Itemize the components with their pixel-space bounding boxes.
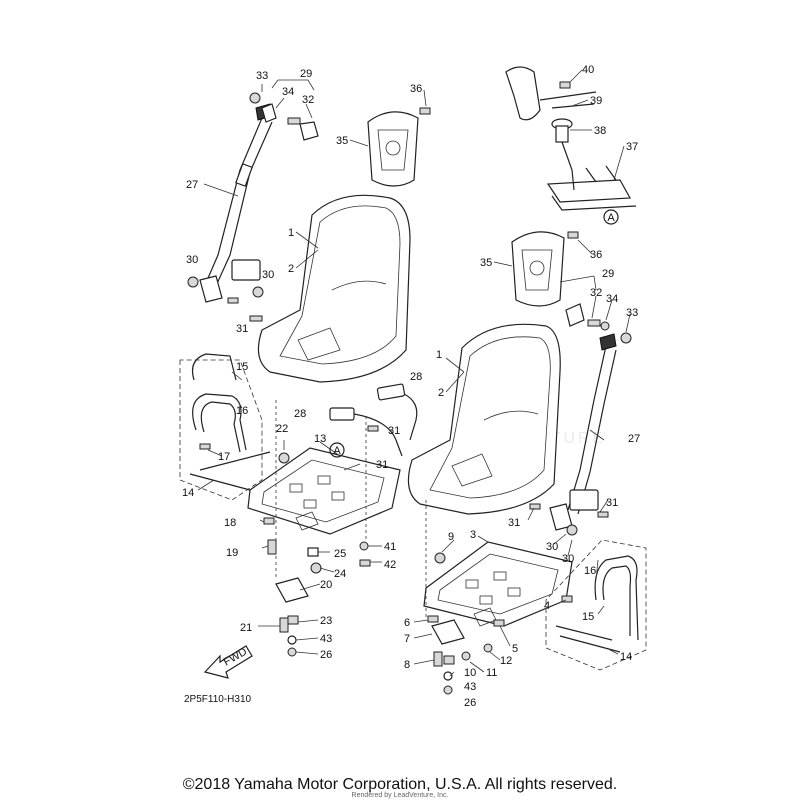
callout-27: 27 bbox=[186, 179, 198, 191]
callout-24: 24 bbox=[334, 568, 346, 580]
callout-12: 12 bbox=[500, 655, 512, 667]
callout-43: 43 bbox=[320, 633, 332, 645]
callout-28: 28 bbox=[410, 371, 422, 383]
callout-16: 16 bbox=[236, 405, 248, 417]
callout-37: 37 bbox=[626, 141, 638, 153]
rendered-by-text: Rendered by LeadVenture, Inc. bbox=[351, 792, 449, 799]
left-lower-hardware bbox=[263, 452, 371, 657]
callout-15: 15 bbox=[236, 361, 248, 373]
callout-29: 29 bbox=[602, 268, 614, 280]
callout-30: 30 bbox=[546, 541, 558, 553]
right-seat-base bbox=[423, 541, 573, 627]
diagram-code: 2P5F110-H310 bbox=[184, 694, 252, 705]
callout-1: 1 bbox=[436, 349, 442, 361]
callout-10: 10 bbox=[464, 667, 476, 679]
callout-8: 8 bbox=[404, 659, 410, 671]
ref-marker-top: A bbox=[603, 209, 619, 225]
callout-23: 23 bbox=[320, 615, 332, 627]
right-headrest bbox=[511, 231, 579, 307]
forward-arrow-icon: FWD bbox=[203, 645, 253, 679]
callout-42: 42 bbox=[384, 559, 396, 571]
right-lower-hardware bbox=[427, 552, 573, 695]
callout-33: 33 bbox=[256, 70, 268, 82]
svg-text:A: A bbox=[607, 212, 615, 224]
center-buckles bbox=[329, 383, 418, 457]
callout-32: 32 bbox=[302, 94, 314, 106]
leader-lines bbox=[197, 69, 631, 677]
callout-5: 5 bbox=[512, 643, 518, 655]
upper-bracket-assembly bbox=[505, 66, 637, 211]
callout-4: 4 bbox=[544, 600, 550, 612]
callout-26: 26 bbox=[464, 697, 476, 709]
left-grab-bar bbox=[179, 353, 271, 501]
callout-31: 31 bbox=[606, 497, 618, 509]
callout-32: 32 bbox=[590, 287, 602, 299]
callout-6: 6 bbox=[404, 617, 410, 629]
callout-21: 21 bbox=[240, 622, 252, 634]
callout-38: 38 bbox=[594, 125, 606, 137]
right-seat-belt bbox=[529, 303, 632, 536]
svg-text:A: A bbox=[333, 445, 341, 457]
callout-labels: 33 29 34 32 27 30 30 31 1 2 35 36 40 39 … bbox=[182, 64, 640, 709]
callout-35: 35 bbox=[480, 257, 492, 269]
callout-14: 14 bbox=[182, 487, 194, 499]
callout-30: 30 bbox=[186, 254, 198, 266]
callout-36: 36 bbox=[590, 249, 602, 261]
callout-7: 7 bbox=[404, 633, 410, 645]
callout-35: 35 bbox=[336, 135, 348, 147]
callout-43: 43 bbox=[464, 681, 476, 693]
callout-22: 22 bbox=[276, 423, 288, 435]
left-seat bbox=[257, 194, 411, 383]
callout-34: 34 bbox=[282, 86, 294, 98]
callout-41: 41 bbox=[384, 541, 396, 553]
left-anchor-hardware bbox=[187, 92, 319, 322]
callout-19: 19 bbox=[226, 547, 238, 559]
callout-36: 36 bbox=[410, 83, 422, 95]
left-headrest bbox=[367, 107, 431, 187]
callout-15: 15 bbox=[582, 611, 594, 623]
right-seat bbox=[407, 323, 561, 515]
callout-30: 30 bbox=[262, 269, 274, 281]
callout-33: 33 bbox=[626, 307, 638, 319]
callout-2: 2 bbox=[288, 263, 294, 275]
callout-3: 3 bbox=[470, 529, 476, 541]
callout-31: 31 bbox=[508, 517, 520, 529]
callout-31: 31 bbox=[376, 459, 388, 471]
callout-11: 11 bbox=[486, 667, 497, 679]
copyright-text: ©2018 Yamaha Motor Corporation, U.S.A. A… bbox=[182, 776, 618, 793]
callout-40: 40 bbox=[582, 64, 594, 76]
callout-2: 2 bbox=[438, 387, 444, 399]
callout-17: 17 bbox=[218, 451, 230, 463]
callout-20: 20 bbox=[320, 579, 332, 591]
right-grab-bar bbox=[545, 539, 647, 671]
ref-marker-center: A bbox=[329, 442, 345, 458]
callout-27: 27 bbox=[628, 433, 640, 445]
callout-14: 14 bbox=[620, 651, 632, 663]
callout-28: 28 bbox=[294, 408, 306, 420]
callout-31: 31 bbox=[388, 425, 400, 437]
callout-13: 13 bbox=[314, 433, 326, 445]
callout-16: 16 bbox=[584, 565, 596, 577]
callout-9: 9 bbox=[448, 531, 454, 543]
left-seat-base bbox=[247, 447, 401, 535]
callout-30: 30 bbox=[562, 553, 574, 565]
callout-26: 26 bbox=[320, 649, 332, 661]
callout-31: 31 bbox=[236, 323, 248, 335]
callout-39: 39 bbox=[590, 95, 602, 107]
callout-29: 29 bbox=[300, 68, 312, 80]
callout-1: 1 bbox=[288, 227, 294, 239]
callout-18: 18 bbox=[224, 517, 236, 529]
callout-25: 25 bbox=[334, 548, 346, 560]
callout-34: 34 bbox=[606, 293, 618, 305]
